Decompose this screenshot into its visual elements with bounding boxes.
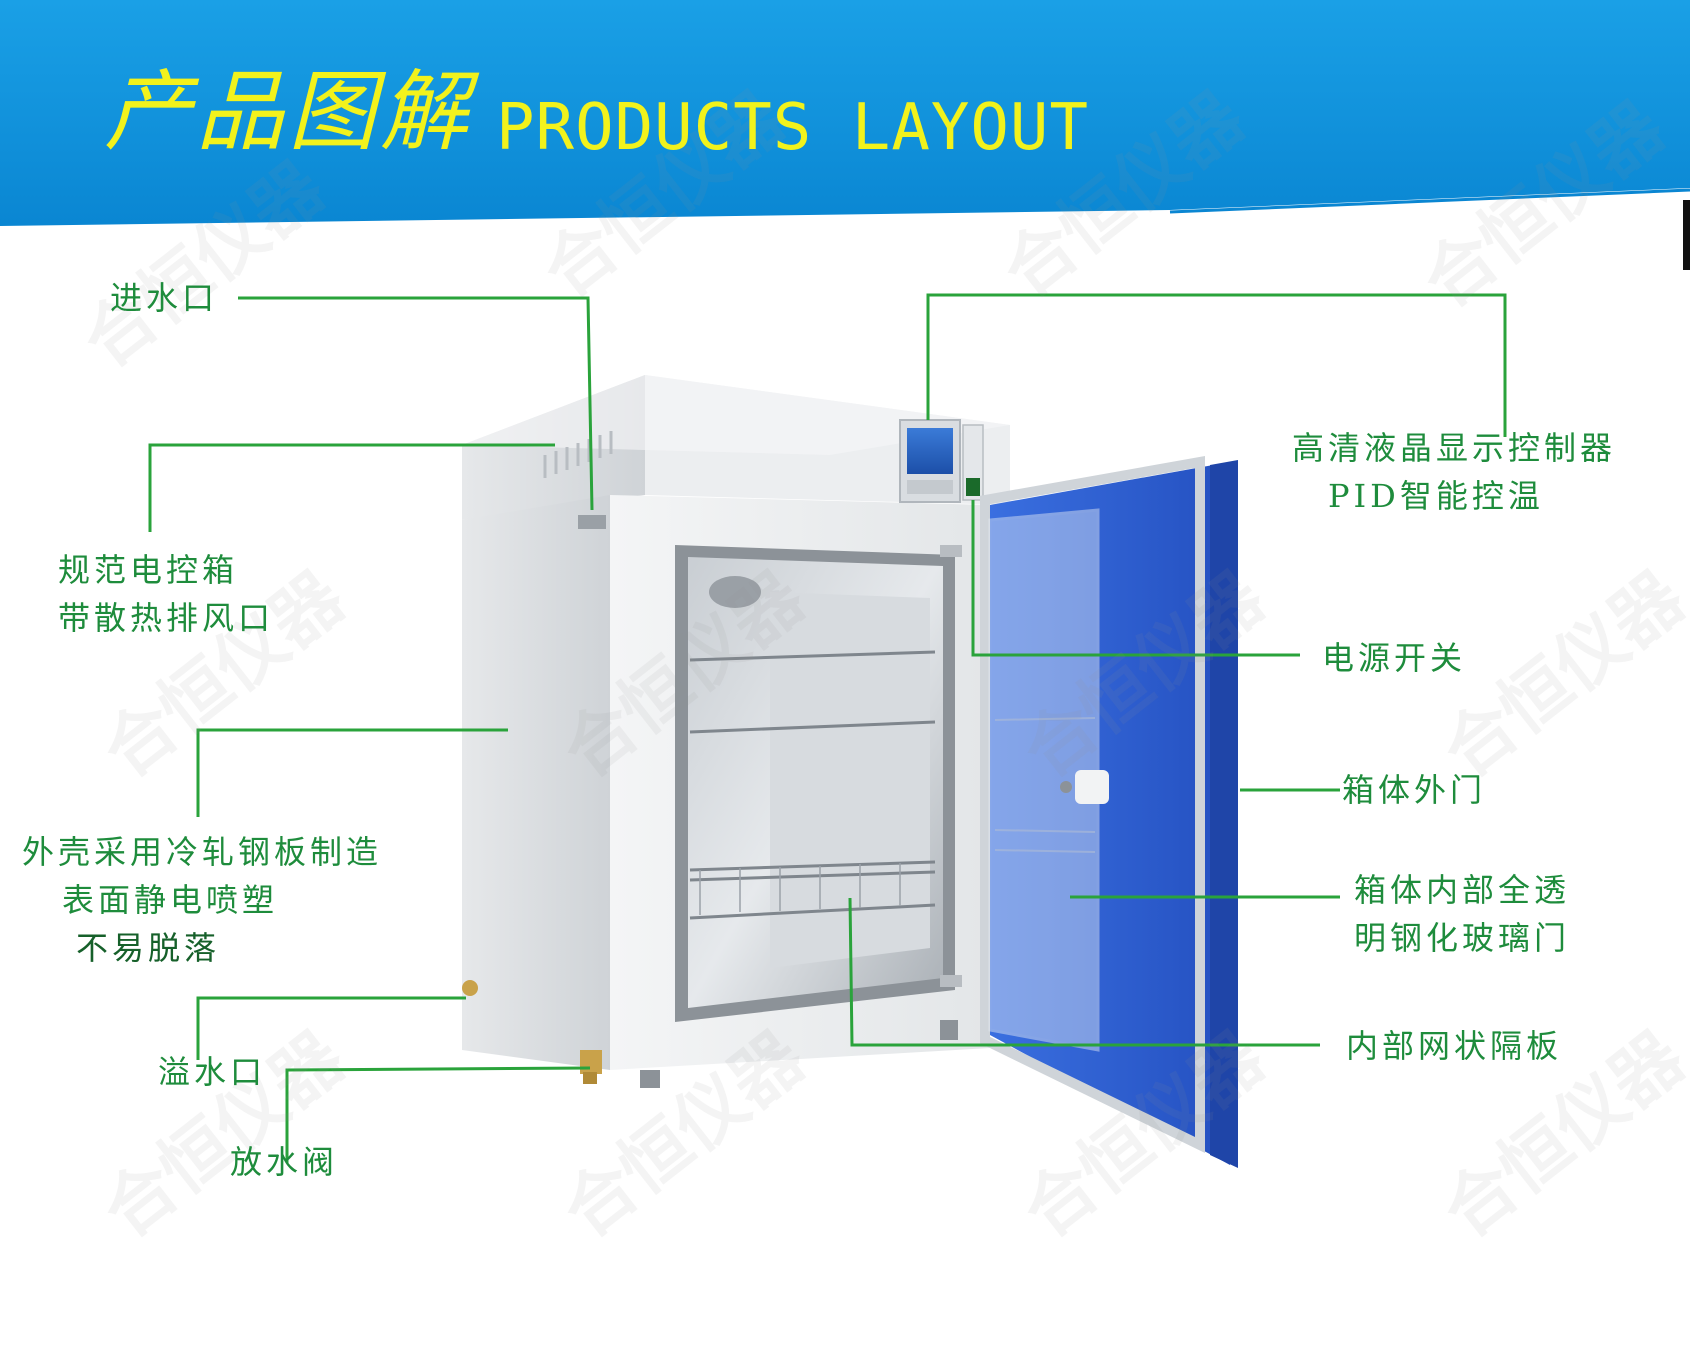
door-latch xyxy=(1075,770,1109,804)
drain-valve-fitting xyxy=(580,1050,602,1074)
door-silver-frame xyxy=(980,456,1205,1154)
label-control-box-line1: 规范电控箱 xyxy=(58,551,239,589)
leader-control-box xyxy=(148,443,555,532)
outer-door xyxy=(980,456,1238,1168)
page-title-en: PRODUCTS LAYOUT xyxy=(496,91,1089,165)
bottom-hinge xyxy=(940,975,962,987)
label-overflow: 溢水口 xyxy=(158,1053,267,1091)
exhaust-vents xyxy=(543,431,613,478)
door-blue-panel xyxy=(990,462,1230,1165)
drain-valve-spout xyxy=(583,1072,597,1084)
power-switch-rocker xyxy=(966,478,980,496)
label-water-inlet: 进水口 xyxy=(110,279,219,317)
header-band xyxy=(0,0,1690,226)
label-control-box-line2: 带散热排风口 xyxy=(58,599,275,637)
leader-lcd-controller xyxy=(926,293,1507,437)
label-glass-door-line1: 箱体内部全透 xyxy=(1354,871,1571,909)
label-shell-line1: 外壳采用冷轧钢板制造 xyxy=(22,833,383,871)
leader-overflow xyxy=(196,996,466,1060)
mesh-shelf-grid xyxy=(699,863,901,915)
lcd-screen xyxy=(907,428,953,474)
leader-lines xyxy=(148,293,1507,1163)
incubator-cabinet xyxy=(462,375,1010,1088)
glass-inner-door xyxy=(988,508,1100,1052)
leader-water-inlet xyxy=(238,296,594,511)
label-lcd-controller-line1: 高清液晶显示控制器 xyxy=(1292,429,1617,467)
chamber-lamp xyxy=(709,576,761,608)
label-drain-valve: 放水阀 xyxy=(230,1143,339,1181)
overflow-fitting xyxy=(462,980,478,996)
leader-power-switch xyxy=(971,500,1300,657)
leader-mesh-shelf xyxy=(848,897,1320,1047)
header-accent-line xyxy=(1169,188,1690,214)
label-glass-door-line2: 明钢化玻璃门 xyxy=(1354,919,1571,957)
door-edge xyxy=(1210,460,1238,1168)
label-shell-line2: 表面静电喷塑 xyxy=(62,881,279,919)
page-title-cn: 产品图解 xyxy=(104,60,473,163)
label-mesh-shelf: 内部网状隔板 xyxy=(1346,1027,1563,1065)
cabinet-left-side xyxy=(462,495,610,1070)
glass-shelf-reflections xyxy=(994,717,1096,853)
label-power-switch: 电源开关 xyxy=(1322,639,1467,677)
top-hinge xyxy=(940,545,962,557)
cabinet-foot-left xyxy=(640,1070,660,1088)
cabinet-foot-right xyxy=(940,1020,958,1040)
label-lcd-controller-line2: PID智能控温 xyxy=(1328,477,1544,515)
label-shell-line3: 不易脱落 xyxy=(76,929,221,967)
water-inlet-fitting xyxy=(578,515,606,529)
controller-keys xyxy=(907,480,953,494)
door-latch-knob xyxy=(1060,781,1072,793)
leader-shell xyxy=(196,728,508,817)
chamber-shelves xyxy=(689,650,936,920)
right-edge-strip xyxy=(1683,200,1690,270)
leader-drain-valve xyxy=(285,1066,591,1163)
label-outer-door: 箱体外门 xyxy=(1342,771,1487,809)
